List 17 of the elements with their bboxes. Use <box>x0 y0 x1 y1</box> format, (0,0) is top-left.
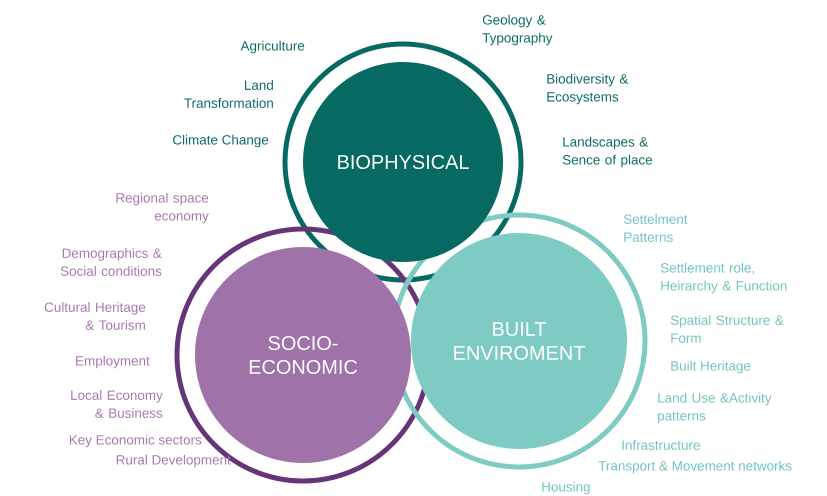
topic-label: Geology & Typography <box>482 14 552 46</box>
topic-label: Spatial Structure & Form <box>670 315 784 343</box>
topic-label: Regional space economy <box>116 192 209 224</box>
topic-label: Land Transformation <box>184 80 273 108</box>
topic-label: Landscapes & Sence of place <box>562 136 652 168</box>
topic-label: Land Use &Activity patterns <box>658 392 772 424</box>
topic-label: Built Heritage <box>671 360 750 374</box>
topic-label: Demographics & Social conditions <box>60 248 162 276</box>
topic-label: Transport & Movement networks <box>598 460 792 474</box>
topic-label: Agriculture <box>240 40 304 54</box>
topic-label: Cultural Heritage & Tourism <box>44 302 146 330</box>
topic-label: Climate Change <box>173 134 268 148</box>
topic-label: Employment <box>76 356 150 368</box>
topic-label: Housing <box>542 482 590 494</box>
topic-label: Local Economy & Business <box>71 390 163 418</box>
topic-label: Settlement role, Heirarchy & Function <box>660 262 786 294</box>
topic-label: Biodiversity & Ecosystems <box>547 74 628 104</box>
